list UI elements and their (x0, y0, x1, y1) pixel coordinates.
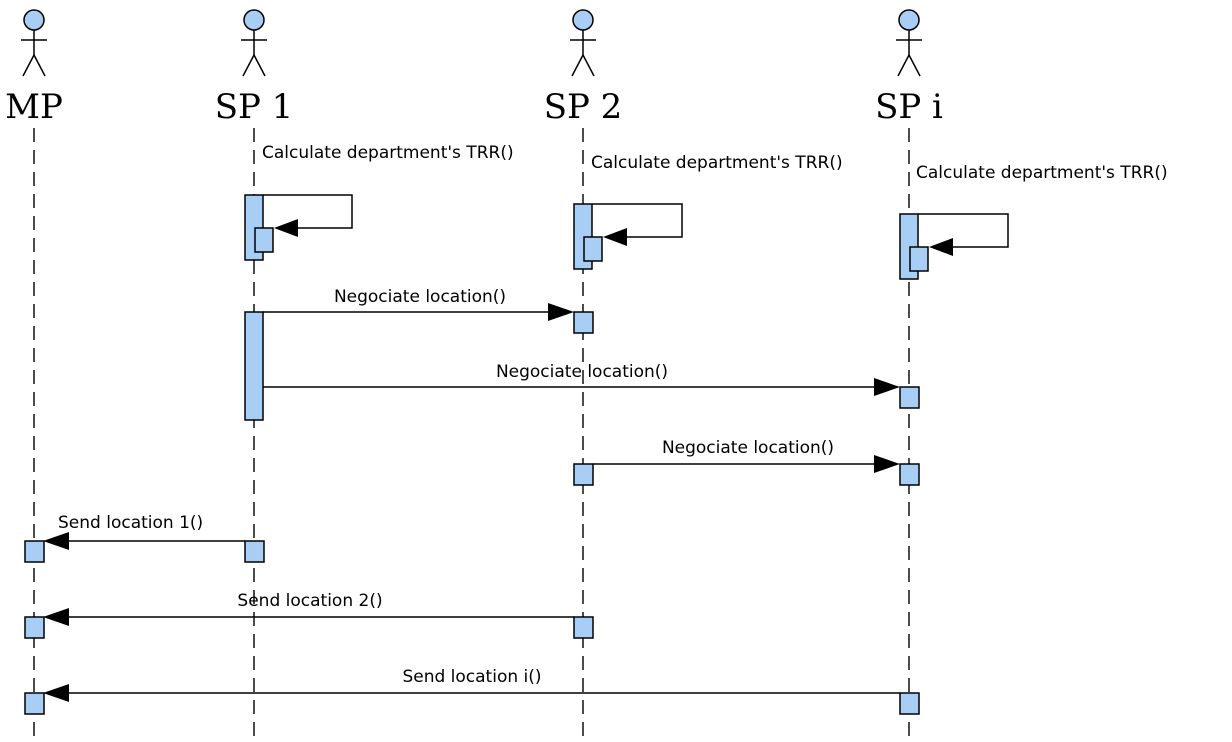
self-call-label: Calculate department's TRR() (916, 163, 1168, 183)
activation-bar (583, 236, 603, 262)
arrowhead-icon (874, 455, 900, 473)
activation-bar (573, 616, 594, 639)
message-label: Negociate location() (662, 438, 834, 458)
message-sp2-to-mp: Send location 2() (24, 591, 594, 639)
message-label: Send location 1() (58, 513, 203, 533)
message-label: Negociate location() (496, 362, 668, 382)
message-sp1-to-mp: Send location 1() (24, 513, 265, 563)
activation-bar (573, 463, 594, 486)
arrowhead-icon (929, 238, 953, 256)
actor-mp: MP (5, 9, 63, 127)
activation-bar (24, 692, 45, 715)
activation-bar (909, 246, 929, 272)
actor-sp2: SP 2 (544, 9, 623, 127)
message-label: Negociate location() (334, 287, 506, 307)
activation-bar (899, 692, 920, 715)
self-call-sp2: Calculate department's TRR() (573, 153, 843, 270)
stick-figure-icon (241, 9, 267, 77)
stick-figure-icon (21, 9, 47, 77)
self-call-arrow (918, 213, 1009, 248)
arrowhead-icon (274, 219, 298, 237)
self-call-spi: Calculate department's TRR() (899, 163, 1168, 280)
message-sp1-to-sp2: Negociate location() (263, 287, 594, 334)
actor-sp1: SP 1 (215, 9, 294, 127)
activation-bar (24, 616, 45, 639)
message-spi-to-mp: Send location i() (24, 667, 920, 715)
arrowhead-icon (43, 532, 69, 550)
message-label: Send location 2() (237, 591, 382, 611)
actor-label: SP i (875, 87, 943, 127)
arrowhead-icon (548, 303, 574, 321)
activation-bar (254, 227, 274, 253)
lifelines (33, 128, 910, 742)
activation-bar (244, 540, 265, 563)
arrowhead-icon (43, 608, 69, 626)
self-call-arrow (263, 194, 353, 229)
activation-bar (899, 386, 920, 409)
arrowhead-icon (603, 228, 627, 246)
arrowhead-icon (43, 684, 69, 702)
actor-label: SP 2 (544, 87, 623, 127)
activation-bar (244, 311, 264, 421)
message-sp2-to-spi: Negociate location() (573, 438, 920, 486)
message-label: Send location i() (402, 667, 541, 687)
stick-figure-icon (570, 9, 596, 77)
actor-label: MP (5, 87, 63, 127)
self-call-sp1: Calculate department's TRR() (244, 143, 514, 261)
activation-bar (899, 463, 920, 486)
activation-bar (573, 311, 594, 334)
self-call-label: Calculate department's TRR() (591, 153, 843, 173)
message-sp1-to-spi: Negociate location() (263, 362, 920, 409)
self-call-label: Calculate department's TRR() (262, 143, 514, 163)
arrowhead-icon (874, 378, 900, 396)
activation-bar (24, 540, 45, 563)
actor-label: SP 1 (215, 87, 294, 127)
stick-figure-icon (896, 9, 922, 77)
self-call-arrow (592, 203, 683, 238)
actor-spi: SP i (875, 9, 943, 127)
